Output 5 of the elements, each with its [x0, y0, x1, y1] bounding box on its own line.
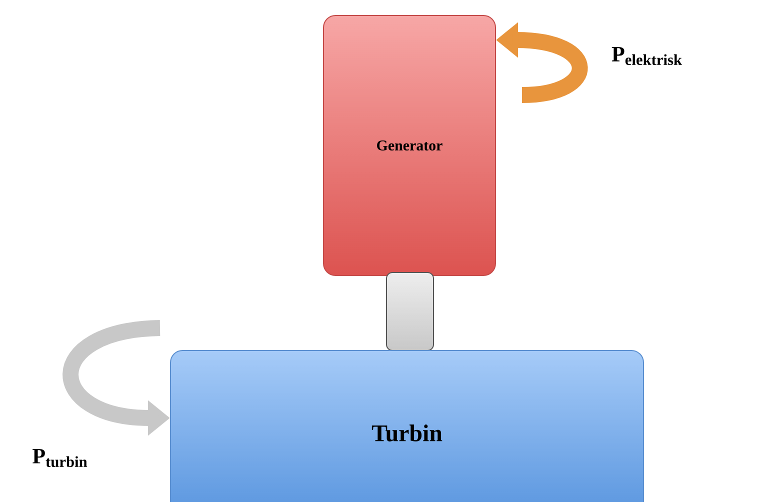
generator-box: Generator: [323, 15, 496, 276]
edge-label: $\textbf{P}_{\textbf{elektrisk}}$: [612, 46, 682, 66]
edge-label: $\textbf{P}_{\textbf{turbin}}$: [32, 448, 88, 468]
shaft-box: [386, 272, 434, 351]
turbine-box: Turbin: [170, 350, 644, 502]
